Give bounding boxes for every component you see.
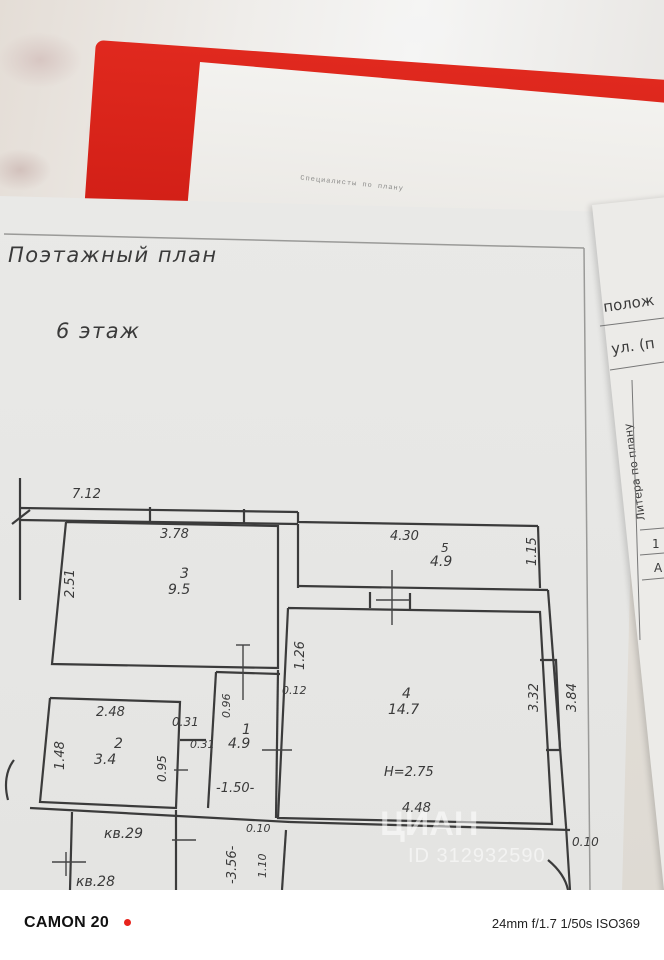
neighbor-29: кв.29 [104,826,143,842]
plan-title: Поэтажный план [8,243,218,267]
dim-room2-side: 0.95 [155,755,169,782]
plan-floor: 6 этаж [56,319,141,343]
room-4-area: 14.7 [388,702,419,718]
dim-corridor-top: 0.96 [220,694,233,719]
floor-plan-drawing: полож ул. (п Литера по плану 1 А Поэтажн… [3,233,664,890]
dim-room2-width: 2.48 [96,705,125,720]
watermark-logo: ЦИАН [380,805,479,843]
dim-room4-left-gap: 0.12 [282,684,307,697]
dim-lower-height: 1.10 [256,854,269,879]
dim-room4-width: 4.48 [402,801,431,816]
room-labels: 3 9.5 5 4.9 4 14.7 2 3.4 1 4.9 кв.29 кв.… [76,541,452,890]
room-3-number: 3 [180,566,189,582]
camera-brand: CAMON 20 [24,914,110,931]
dim-step-a: 0.31 [172,715,199,729]
dim-right-gap: 0.10 [572,835,599,849]
dim-corridor-width: -1.50- [216,781,255,796]
dim-room5-height: 1.15 [525,537,540,566]
dim-corridor-length: -3.56- [225,845,240,884]
plan-marks [52,570,410,876]
room-3-area: 9.5 [168,582,190,598]
watermark-id: ID 312932590 [408,845,546,867]
dim-room4-height-outer: 3.84 [565,683,580,712]
dim-room3-width: 3.78 [160,527,189,542]
dimension-labels: 7.12 3.78 2.51 4.30 1.15 1.26 0.12 3.32 … [53,487,599,884]
room-5-area: 4.9 [430,554,452,570]
plan-walls [4,478,572,890]
dim-room3-height: 2.51 [63,569,78,598]
dim-lower-gap: 0.10 [246,822,271,835]
brand-dot-icon [124,919,131,926]
room-5-number: 5 [441,541,449,555]
room-4-number: 4 [402,686,411,702]
neighbor-28: кв.28 [76,874,115,890]
dim-room4-top: 1.26 [293,641,308,670]
dim-room5-width: 4.30 [390,529,419,544]
dim-room4-height-inner: 3.32 [527,683,542,712]
dim-step-b: 0.31 [190,738,215,751]
camera-info: 24mm f/1.7 1/50s ISO369 [491,916,640,931]
side-row-2: А [654,561,663,575]
dim-ceiling-height: H=2.75 [384,765,434,780]
room-1-number: 1 [242,722,251,738]
room-2-area: 3.4 [94,752,116,768]
side-table-lines [599,317,664,641]
photo: Специалисты по плану полож ул. (п Литера… [0,0,664,890]
dim-room2-height: 1.48 [53,741,68,770]
side-text-1: полож [602,291,655,316]
camera-footer [0,890,664,960]
room-1-area: 4.9 [228,736,250,752]
side-row-1: 1 [652,537,660,551]
side-text-2: ул. (п [610,334,656,358]
sheet-border [3,233,591,890]
room-2-number: 2 [114,736,123,752]
dim-top-overall: 7.12 [72,487,101,502]
